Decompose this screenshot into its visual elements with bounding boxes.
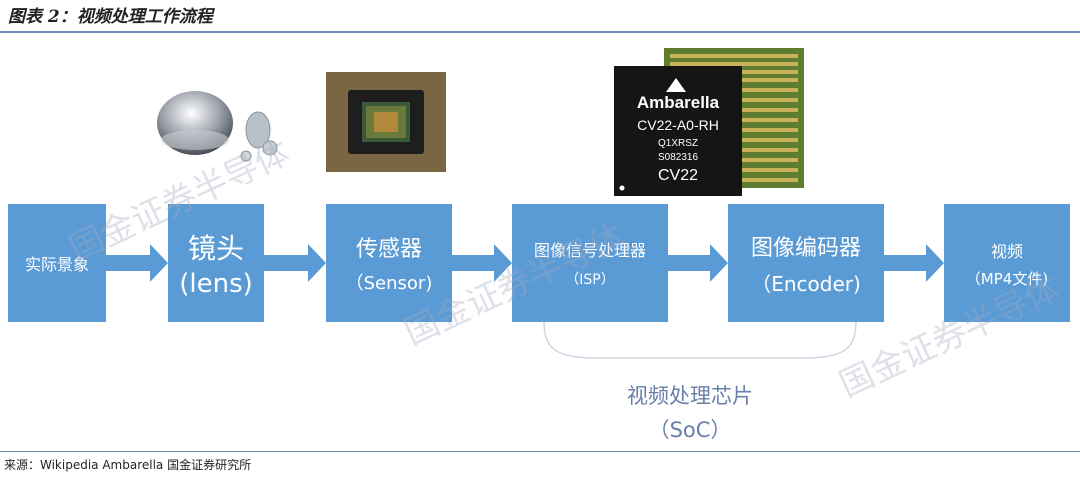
soc-title: 视频处理芯片 [627, 384, 753, 408]
stage-sublabel: (lens) [179, 269, 253, 299]
chip-model: CV22-A0-RH [637, 117, 719, 133]
stage-video: 视频 （MP4文件) [944, 204, 1070, 322]
stage-actual-scene: 实际景象 [8, 204, 106, 322]
stage-label: 视频 [990, 241, 1023, 261]
soc-subtitle: （SoC） [648, 418, 732, 442]
arrow-icon [264, 244, 326, 282]
arrow-icon [884, 244, 944, 282]
stage-label: 图像编码器 [750, 235, 861, 261]
source-note: 来源：Wikipedia Ambarella 国金证券研究所 [4, 458, 252, 472]
stage-sensor: 传感器 （Sensor) [326, 204, 452, 322]
arrow-icon [668, 244, 728, 282]
sensor-photo [326, 72, 446, 172]
chip-photo: Ambarella CV22-A0-RH Q1XRSZ S082316 CV22 [614, 48, 804, 196]
stage-sublabel: （Encoder) [751, 271, 861, 296]
stage-sublabel: （ISP） [565, 272, 615, 288]
bottom-divider [0, 451, 1080, 452]
soc-brace [543, 322, 857, 359]
stage-label: 传感器 [355, 237, 422, 262]
lens-photo [157, 91, 278, 162]
arrow-icon [106, 244, 168, 282]
chip-code1: Q1XRSZ [658, 138, 698, 149]
stage-lens: 镜头 (lens) [168, 204, 264, 322]
stage-sublabel: （Sensor) [345, 273, 433, 294]
stage-label: 图像信号处理器 [533, 241, 646, 260]
chip-name: CV22 [658, 167, 698, 184]
stage-label: 镜头 [187, 232, 244, 265]
stage-label: 实际景象 [24, 255, 89, 274]
stage-encoder: 图像编码器 （Encoder) [728, 204, 884, 322]
top-divider [0, 31, 1080, 33]
chip-code2: S082316 [658, 152, 698, 163]
arrow-icon [452, 244, 512, 282]
chip-brand: Ambarella [637, 93, 720, 112]
figure-title: 图表 2：视频处理工作流程 [8, 7, 213, 27]
stage-sublabel: （MP4文件) [965, 269, 1049, 288]
stage-isp: 图像信号处理器 （ISP） [512, 204, 668, 322]
